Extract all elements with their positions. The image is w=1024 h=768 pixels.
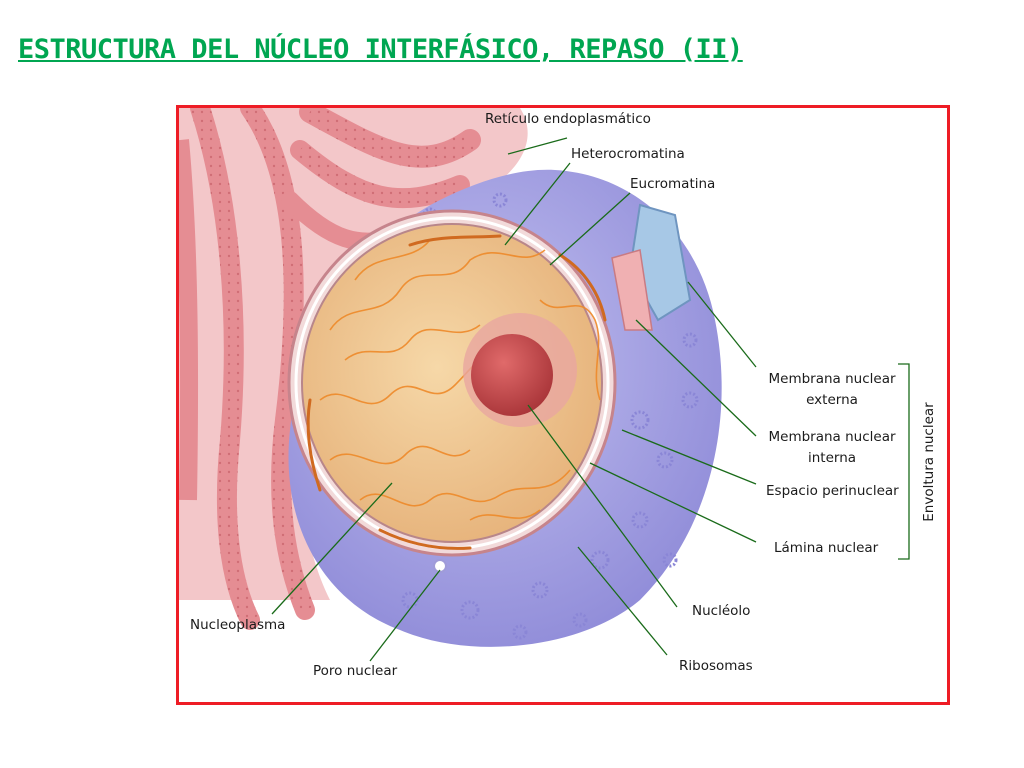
label-membrana-externa-line1: Membrana nuclear: [768, 371, 896, 387]
label-membrana-interna-line2: interna: [807, 450, 857, 466]
label-ribosomas: Ribosomas: [679, 658, 753, 674]
nucleolus-core: [471, 334, 553, 416]
label-eucromatina: Eucromatina: [630, 176, 716, 192]
label-reticulo-endoplasmatico: Retículo endoplasmático: [485, 111, 651, 127]
label-membrana-nuclear-externa: Membrana nuclear externa: [762, 369, 902, 411]
nuclear-pore: [433, 559, 447, 573]
label-membrana-externa-line2: externa: [806, 392, 858, 408]
label-espacio-perinuclear: Espacio perinuclear: [766, 483, 899, 499]
label-nucleolo: Nucléolo: [692, 603, 751, 619]
heterochromatin: [306, 234, 607, 550]
endoplasmic-reticulum: [179, 108, 528, 630]
label-membrana-nuclear-interna: Membrana nuclear interna: [762, 427, 902, 469]
page-title: ESTRUCTURA DEL NÚCLEO INTERFÁSICO, REPAS…: [18, 34, 743, 65]
label-poro-nuclear: Poro nuclear: [313, 663, 398, 679]
chromatin: [319, 239, 601, 521]
label-lamina-nuclear: Lámina nuclear: [774, 540, 879, 556]
leader-lines: [271, 137, 910, 662]
label-envoltura-nuclear-text: Envoltura nuclear: [921, 402, 937, 522]
label-membrana-interna-line1: Membrana nuclear: [768, 429, 896, 445]
label-heterocromatina: Heterocromatina: [571, 146, 685, 162]
label-nucleoplasma: Nucleoplasma: [190, 617, 286, 633]
